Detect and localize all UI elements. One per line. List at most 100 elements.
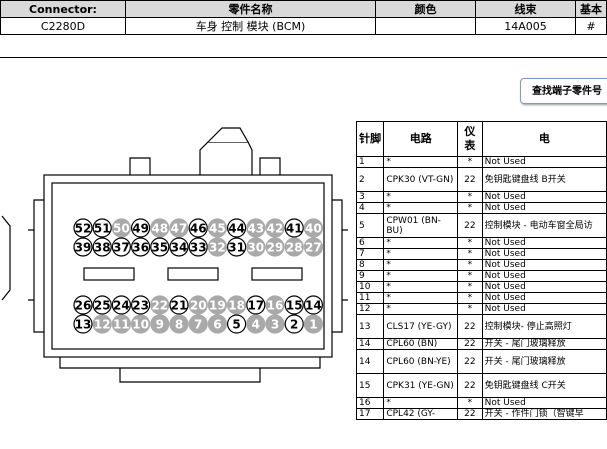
pin-label: 16 xyxy=(267,299,284,313)
pin-row: 3**Not Used xyxy=(355,191,607,203)
pin-cell-desc: Not Used xyxy=(481,156,607,168)
pin-label: 34 xyxy=(171,241,188,255)
pin-circle xyxy=(92,295,112,315)
pin-label: 33 xyxy=(190,241,207,255)
pin-label: 22 xyxy=(151,299,168,313)
pin-circle xyxy=(188,237,208,257)
pin-label: 2 xyxy=(290,318,298,332)
pin-label: 36 xyxy=(132,241,149,255)
pin-cell-circuit: CPL42 (GY- xyxy=(383,408,459,420)
section-divider xyxy=(0,57,607,58)
pin-row: 8**Not Used xyxy=(355,259,607,271)
pin-cell-harness: * xyxy=(457,292,483,304)
pin-label: 11 xyxy=(113,318,130,332)
value-color xyxy=(375,17,476,35)
pin-cell-harness: * xyxy=(457,202,483,214)
pin-cell-desc: Not Used xyxy=(481,202,607,214)
col-desc: 电 xyxy=(481,121,607,157)
pin-label: 9 xyxy=(156,318,164,332)
value-harness: 14A005 xyxy=(475,17,576,35)
pin-label: 13 xyxy=(75,318,92,332)
pin-label: 14 xyxy=(305,299,322,313)
pin-circle xyxy=(131,314,151,334)
pin-cell-pin: 16 xyxy=(355,397,385,409)
header-row: Connector: 零件名称 颜色 线束 基本 xyxy=(0,0,607,18)
pin-cell-desc: Not Used xyxy=(481,248,607,260)
pin-cell-circuit: CLS17 (YE-GY) xyxy=(383,314,459,339)
pin-row: 10**Not Used xyxy=(355,281,607,293)
pin-cell-desc: Not Used xyxy=(481,237,607,249)
pin-cell-harness: * xyxy=(457,259,483,271)
pin-cell-pin: 5 xyxy=(355,213,385,238)
pin-cell-pin: 3 xyxy=(355,191,385,203)
pin-circle xyxy=(73,314,93,334)
pin-cell-desc: Not Used xyxy=(481,259,607,271)
find-terminal-part-button[interactable]: 查找端子零件号 xyxy=(520,78,607,104)
pin-label: 20 xyxy=(190,299,207,313)
pin-circle xyxy=(207,218,227,238)
pin-cell-desc: Not Used xyxy=(481,270,607,282)
pin-label: 45 xyxy=(209,222,226,236)
pin-cell-harness: * xyxy=(457,270,483,282)
pin-cell-harness: 22 xyxy=(457,349,483,374)
pin-row: 11**Not Used xyxy=(355,292,607,304)
pin-circle xyxy=(284,237,304,257)
pin-circle xyxy=(111,218,132,238)
pin-circle xyxy=(73,218,93,238)
pin-cell-harness: 22 xyxy=(457,373,483,398)
pin-cell-circuit: * xyxy=(383,156,459,168)
pin-circle xyxy=(227,237,247,257)
pin-label: 25 xyxy=(94,299,111,313)
pin-label: 31 xyxy=(228,241,245,255)
pin-label: 30 xyxy=(247,241,264,255)
pin-label: 8 xyxy=(175,318,183,332)
pin-cell-desc: Not Used xyxy=(481,397,607,409)
pin-row: 7**Not Used xyxy=(355,248,607,260)
pin-circle xyxy=(150,295,170,315)
pin-circle xyxy=(73,295,93,315)
pin-cell-harness: * xyxy=(457,156,483,168)
pin-cell-circuit: CPW01 (BN-BU) xyxy=(383,213,459,238)
pin-circle xyxy=(131,295,151,315)
pin-label: 26 xyxy=(75,299,92,313)
pin-circle xyxy=(92,314,112,334)
header-connector: Connector: xyxy=(0,0,126,18)
connector-header-table: Connector: 零件名称 颜色 线束 基本 C2280D 车身 控制 模块… xyxy=(0,0,607,35)
col-harness: 仪表 xyxy=(457,121,483,157)
pin-cell-pin: 4 xyxy=(355,202,385,214)
pin-cell-circuit: * xyxy=(383,259,459,271)
pin-cell-pin: 11 xyxy=(355,292,385,304)
pin-circle xyxy=(131,237,151,257)
pin-table-header: 针脚 电路 仪表 电 xyxy=(355,121,607,157)
pin-cell-pin: 12 xyxy=(355,303,385,315)
pin-label: 10 xyxy=(132,318,149,332)
value-connector: C2280D xyxy=(0,17,126,35)
pin-cell-desc: 开关 - 尾门玻璃释放 xyxy=(481,338,607,350)
header-harness: 线束 xyxy=(475,0,576,18)
pin-label: 29 xyxy=(267,241,284,255)
col-pin: 针脚 xyxy=(355,121,385,157)
pin-cell-desc: 开关 - 尾门玻璃释放 xyxy=(481,349,607,374)
pin-label: 21 xyxy=(171,299,188,313)
value-row: C2280D 车身 控制 模块 (BCM) 14A005 # xyxy=(0,17,607,35)
pin-cell-harness: * xyxy=(457,303,483,315)
pin-circle xyxy=(150,314,170,334)
pin-circle xyxy=(150,218,170,238)
pin-circle xyxy=(131,218,151,238)
pin-label: 41 xyxy=(286,222,303,236)
pin-cell-pin: 1 xyxy=(355,156,385,168)
pin-circle xyxy=(111,314,132,334)
pin-circle xyxy=(303,295,323,315)
pin-circle xyxy=(303,314,323,334)
pin-cell-desc: 控制模块 - 电动车窗全局访 xyxy=(481,213,607,238)
pin-circle xyxy=(284,218,304,238)
pin-circle xyxy=(73,237,93,257)
pin-cell-circuit: CPL60 (BN-YE) xyxy=(383,349,459,374)
pin-circle xyxy=(246,295,266,315)
pin-label: 27 xyxy=(305,241,322,255)
pin-cell-harness: 22 xyxy=(457,213,483,238)
